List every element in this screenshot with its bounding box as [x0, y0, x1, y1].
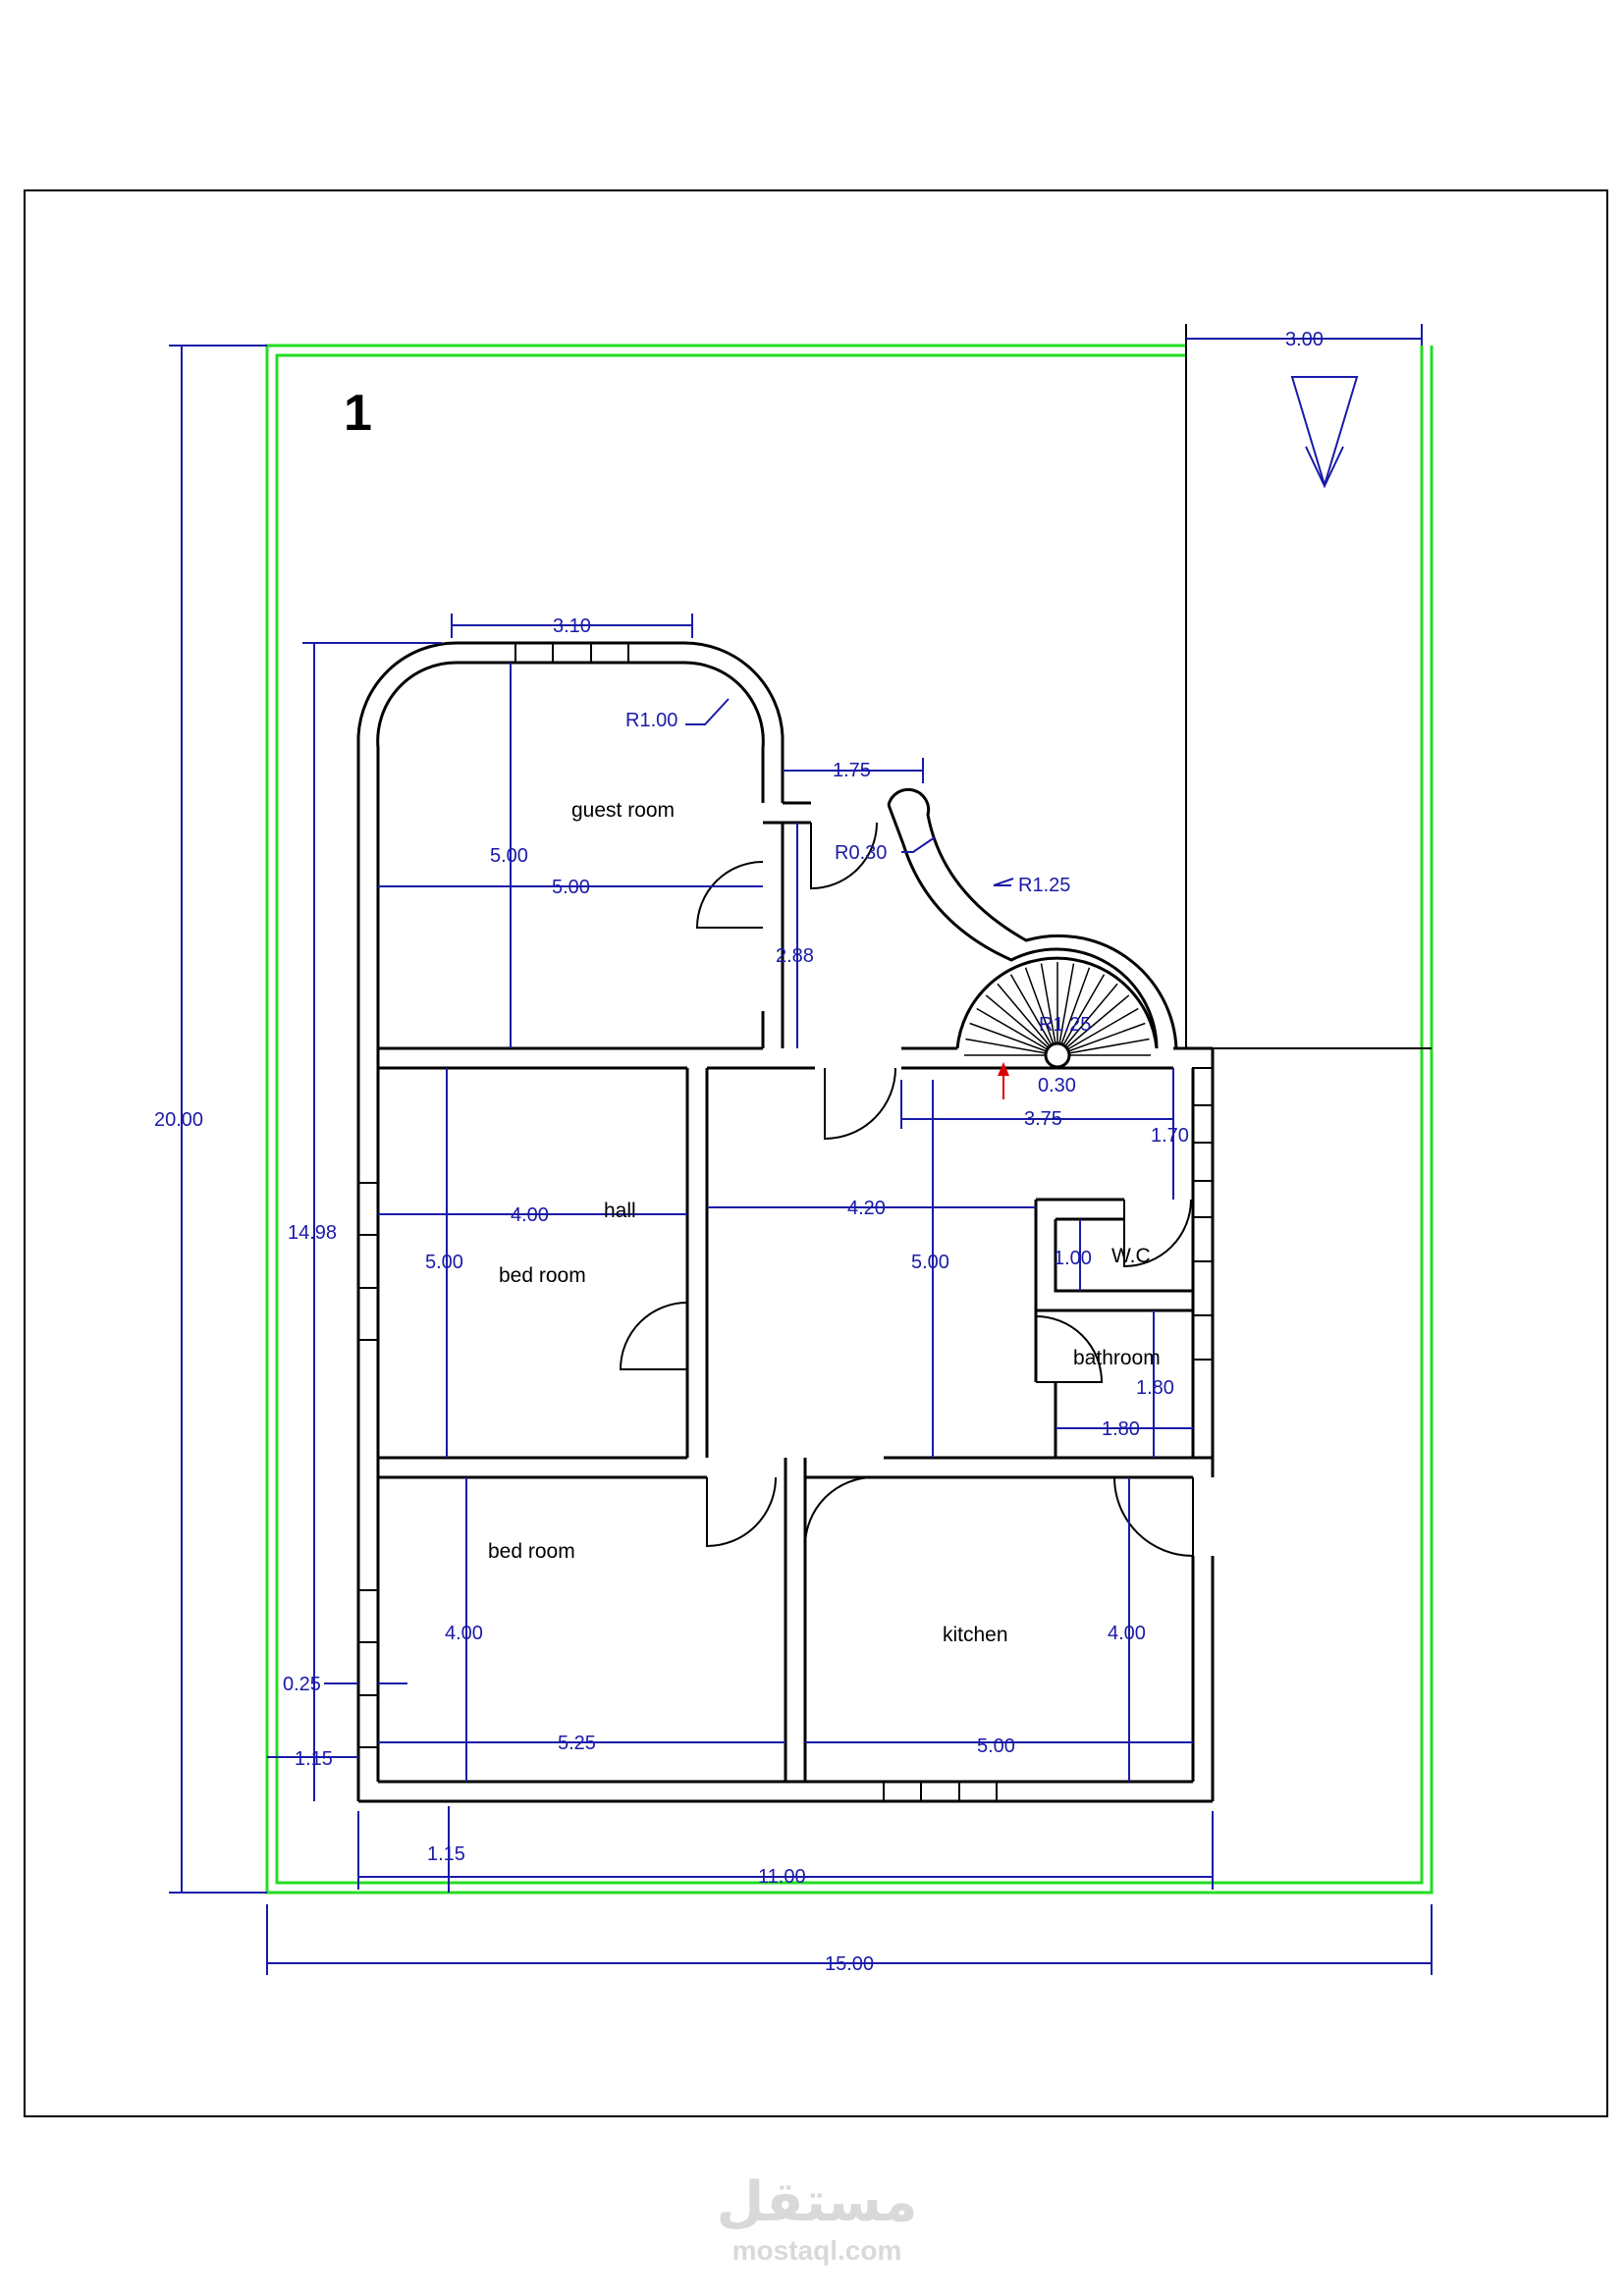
- room-label-guest-room: guest room: [571, 799, 675, 822]
- stair-tread: [1056, 1022, 1146, 1056]
- stair-tread: [1056, 983, 1118, 1056]
- dim-setback-right: 3.00: [1285, 329, 1324, 350]
- dim-bath-width: 1.80: [1102, 1418, 1140, 1440]
- dim-guest-height: 5.00: [490, 845, 528, 867]
- dim-hall-width: 3.75: [1024, 1108, 1062, 1130]
- dimension-lines: [169, 324, 1433, 1975]
- watermark-site: mostaql.com: [732, 2235, 902, 2266]
- stair-tread: [1056, 994, 1130, 1056]
- stair-tread: [969, 1022, 1058, 1056]
- dim-stair-core: 0.30: [1038, 1075, 1076, 1096]
- room-label-kitchen: kitchen: [943, 1624, 1008, 1646]
- dim-left-offset: 1.15: [295, 1748, 333, 1770]
- dim-curve-radius: R1.25: [1018, 875, 1070, 896]
- dim-wall-thickness: 0.25: [283, 1674, 321, 1695]
- sheet-number: 1: [344, 385, 372, 442]
- dim-corridor-width: 1.75: [833, 760, 871, 781]
- watermark-arabic: مستقل: [717, 2170, 918, 2234]
- doors: [619, 822, 1194, 1558]
- spiral-stair: [964, 962, 1151, 1069]
- dim-guest-radius: R1.00: [625, 710, 677, 731]
- dim-building-width: 11.00: [758, 1866, 806, 1888]
- stair-core: [1044, 1041, 1071, 1069]
- stair-tread: [1024, 967, 1058, 1056]
- stair-tread: [997, 983, 1058, 1056]
- dim-total-width: 15.00: [825, 1953, 874, 1975]
- dim-stair-radius: R1.25: [1039, 1014, 1091, 1036]
- dim-door-radius: R0.30: [835, 842, 887, 864]
- dim-hall-height: 5.00: [911, 1252, 949, 1273]
- dim-guest-width: 5.00: [552, 877, 590, 898]
- room-label-bathroom: bathroom: [1073, 1347, 1161, 1369]
- stair-tread: [965, 1038, 1058, 1056]
- dim-bed1-height: 5.00: [425, 1252, 463, 1273]
- dim-hall-span: 4.20: [847, 1198, 886, 1219]
- stair-tread: [976, 1007, 1058, 1056]
- stair-tread: [1056, 1038, 1150, 1056]
- sheet-border: [24, 189, 1608, 2117]
- plot-boundary: [265, 324, 1434, 1895]
- stair-tread: [985, 994, 1058, 1056]
- dim-bed2-height: 4.00: [445, 1623, 483, 1644]
- stair-tread: [1009, 974, 1058, 1056]
- dim-wc-depth: 1.00: [1054, 1248, 1092, 1269]
- dim-bed1-width: 4.00: [511, 1204, 549, 1226]
- stair-tread: [1056, 1007, 1139, 1056]
- north-arrow-icon: [1290, 376, 1359, 489]
- stair-tread: [1056, 974, 1106, 1056]
- stair-tread: [1056, 967, 1091, 1056]
- stair-up-arrow-icon: [998, 1062, 1009, 1099]
- dim-guest-top: 3.10: [553, 615, 591, 637]
- dim-bottom-offset: 1.15: [427, 1843, 465, 1865]
- building-walls: [356, 641, 1215, 1803]
- dim-kitchen-height: 4.00: [1108, 1623, 1146, 1644]
- dim-bed2-width: 5.25: [558, 1733, 596, 1754]
- room-label-hall: hall: [604, 1200, 636, 1222]
- dim-corridor-length: 2.88: [776, 945, 814, 967]
- room-label-bed-room-1: bed room: [499, 1264, 586, 1287]
- stair-tread: [1040, 963, 1058, 1056]
- dim-building-height: 14.98: [288, 1222, 337, 1244]
- dim-wc-width: 1.70: [1151, 1125, 1189, 1147]
- dim-kitchen-width: 5.00: [977, 1735, 1015, 1757]
- windows: [357, 642, 1214, 1802]
- room-label-wc: W.C: [1111, 1245, 1151, 1267]
- room-label-bed-room-2: bed room: [488, 1540, 575, 1563]
- stair-tread: [1056, 963, 1075, 1056]
- dim-bath-height: 1.80: [1136, 1377, 1174, 1399]
- dim-total-height: 20.00: [154, 1109, 203, 1131]
